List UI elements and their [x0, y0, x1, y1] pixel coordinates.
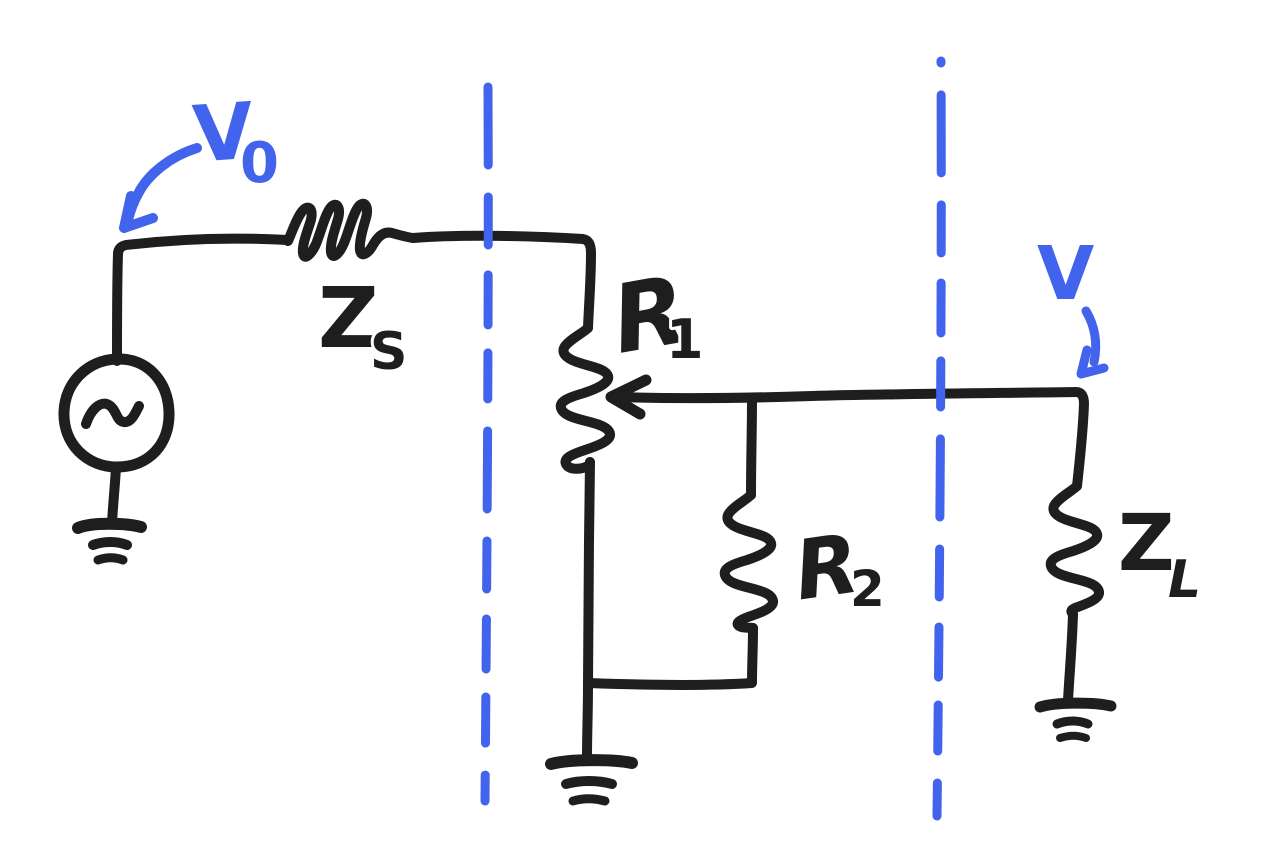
wire-r2-bottom	[747, 623, 758, 687]
zl-label: Z	[1118, 499, 1175, 589]
wiper-wire	[611, 387, 1089, 491]
wire-zs-to-r1	[408, 230, 596, 333]
wire-r2-branch	[746, 393, 757, 500]
zl-label-subscript: L	[1168, 550, 1201, 610]
wire-source-top	[112, 233, 293, 366]
zs-label: Z	[318, 269, 379, 367]
divider-network	[408, 230, 1089, 806]
ground-bar-short	[568, 794, 610, 806]
ground-bar-long	[1034, 697, 1117, 713]
v0-label-subscript: 0	[240, 131, 279, 196]
v-label: V	[1037, 231, 1094, 317]
ground-bar-long	[72, 517, 147, 534]
v-arrow-stem	[1081, 306, 1101, 367]
wire-bottom-join	[584, 678, 757, 690]
v0-arrowhead-icon	[119, 191, 158, 233]
zl-resistor	[1045, 481, 1104, 619]
ac-source-sine-icon	[81, 398, 144, 429]
ground-bar-mid	[561, 776, 617, 789]
zs-resistor	[283, 198, 418, 262]
divider-ground-icon	[545, 754, 638, 806]
right-boundary-dashed-line	[932, 56, 946, 821]
wire-zl-to-ground	[1063, 609, 1078, 706]
r1-resistor	[555, 323, 615, 474]
labels: V 0 V Z S R 1 R 2 Z L	[186, 83, 1204, 624]
load-branch	[1034, 481, 1117, 742]
ground-bar-short	[93, 553, 128, 565]
left-boundary-dashed-line	[480, 82, 493, 806]
r1-label-subscript: 1	[666, 308, 704, 371]
r2-resistor	[719, 490, 778, 633]
ground-bar-short	[1056, 731, 1090, 742]
ground-bar-mid	[1052, 716, 1093, 729]
wiper-arrowhead-icon	[605, 374, 652, 420]
ground-bar-mid	[88, 537, 132, 550]
zs-label-subscript: S	[370, 322, 407, 382]
v0-label: V	[190, 87, 257, 181]
v-arrowhead-icon	[1076, 345, 1109, 379]
source-ground-icon	[72, 517, 147, 565]
r1-label: R	[604, 256, 694, 376]
v-annotation-arrow	[1076, 306, 1109, 379]
wire-r1-to-ground	[582, 457, 595, 762]
v0-arrow-stem	[123, 143, 202, 225]
v0-annotation-arrow	[119, 143, 202, 233]
ground-bar-long	[545, 754, 638, 770]
source-branch	[58, 198, 418, 565]
wire-source-bottom	[107, 462, 121, 528]
load-ground-icon	[1034, 697, 1117, 742]
r2-label-subscript: 2	[850, 560, 885, 618]
